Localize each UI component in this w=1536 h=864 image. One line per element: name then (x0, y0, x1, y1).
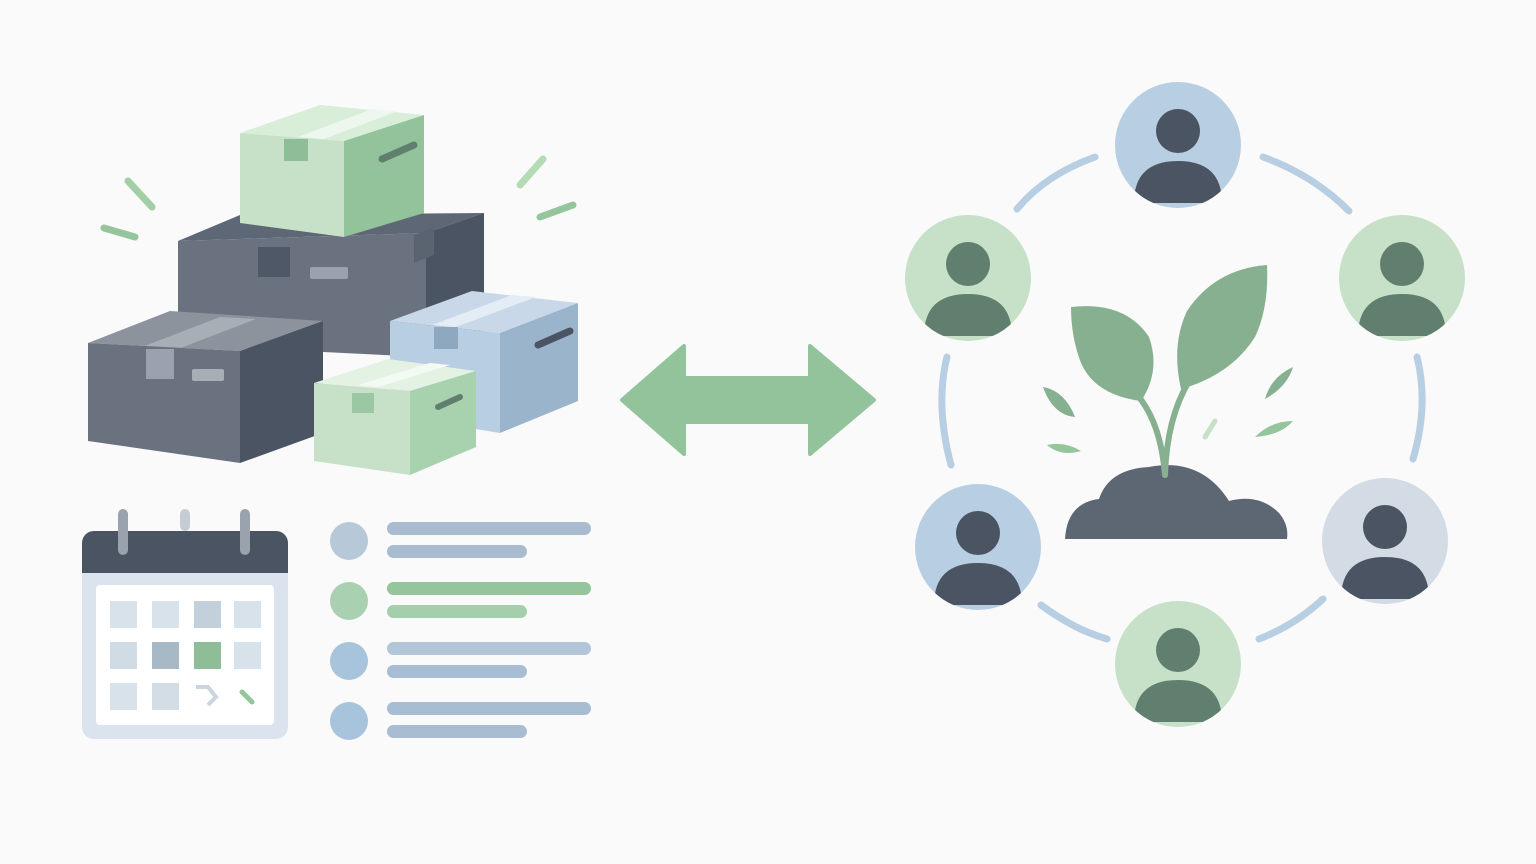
task-bullet (330, 702, 368, 740)
task-line-primary (387, 702, 591, 715)
spark-line (100, 224, 139, 241)
box-front-green (314, 359, 476, 475)
connection-arc (1013, 153, 1099, 213)
task-row (330, 582, 591, 620)
people-group (905, 82, 1465, 727)
sprout-icon (1043, 265, 1293, 539)
person-body (934, 563, 1022, 605)
task-line-secondary (387, 725, 527, 738)
task-line-primary (387, 522, 591, 535)
task-bullet (330, 582, 368, 620)
spark-line (516, 155, 547, 189)
person-head (1156, 109, 1200, 153)
task-row (330, 702, 591, 740)
spark-line (124, 177, 156, 211)
person-head (1380, 242, 1424, 286)
task-bullet (330, 642, 368, 680)
stacked-boxes-icon (88, 105, 578, 475)
person-head (956, 511, 1000, 555)
person-head (1156, 628, 1200, 672)
person-avatar (915, 484, 1041, 610)
connection-arc (1259, 153, 1353, 215)
task-line-secondary (387, 665, 527, 678)
people-circle-icon (905, 82, 1465, 727)
person-body (924, 294, 1012, 336)
connection-arc (1255, 595, 1327, 643)
connection-arc (1409, 353, 1426, 463)
person-head (1363, 505, 1407, 549)
person-avatar (1115, 601, 1241, 727)
task-line-primary (387, 582, 591, 595)
task-row (330, 522, 591, 560)
task-line-secondary (387, 545, 527, 558)
task-line-primary (387, 642, 591, 655)
connection-arc (938, 353, 955, 469)
person-body (1134, 161, 1222, 203)
person-avatar (1322, 478, 1448, 604)
person-head (946, 242, 990, 286)
task-list-icon (330, 522, 591, 740)
person-avatar (1339, 215, 1465, 341)
connection-arc (1037, 601, 1111, 643)
spark-line (536, 201, 577, 221)
calendar-grid (110, 601, 261, 710)
calendar-icon (82, 509, 288, 739)
task-bullet (330, 522, 368, 560)
box-top-green (240, 105, 424, 237)
task-line-secondary (387, 605, 527, 618)
person-avatar (905, 215, 1031, 341)
task-row (330, 642, 591, 680)
person-avatar (1115, 82, 1241, 208)
double-arrow-icon[interactable] (618, 340, 880, 460)
connection-ring (938, 153, 1426, 643)
box-left-dark (88, 311, 323, 463)
person-body (1134, 680, 1222, 722)
person-body (1341, 557, 1429, 599)
person-body (1358, 294, 1446, 336)
